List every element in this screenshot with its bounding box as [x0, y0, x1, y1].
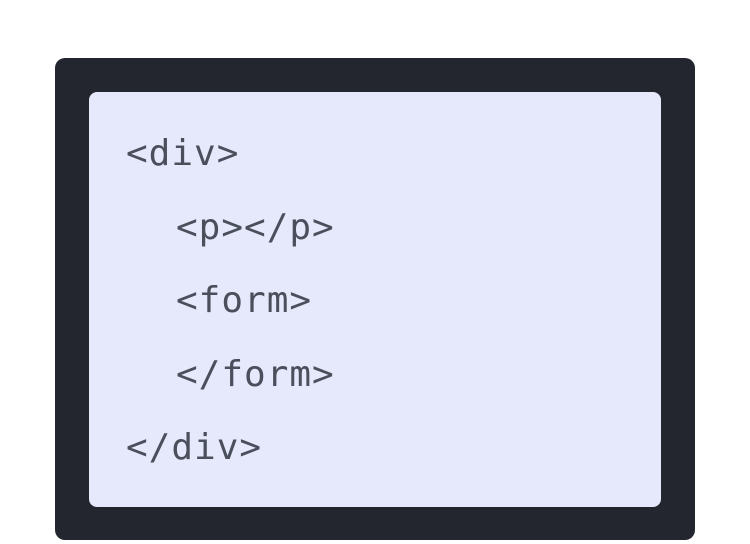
code-frame: <div> <p></p> <form> </form> </div> [55, 58, 695, 540]
code-line-p: <p></p> [176, 206, 335, 248]
code-panel: <div> <p></p> <form> </form> </div> [89, 92, 661, 507]
code-block: <div> <p></p> <form> </form> </div> [126, 136, 335, 504]
code-line-div-close: </div> [126, 427, 263, 468]
code-line-form-close: </form> [176, 353, 335, 395]
code-line-div-open: <div> [126, 133, 240, 174]
code-line-form-open: <form> [176, 280, 313, 321]
